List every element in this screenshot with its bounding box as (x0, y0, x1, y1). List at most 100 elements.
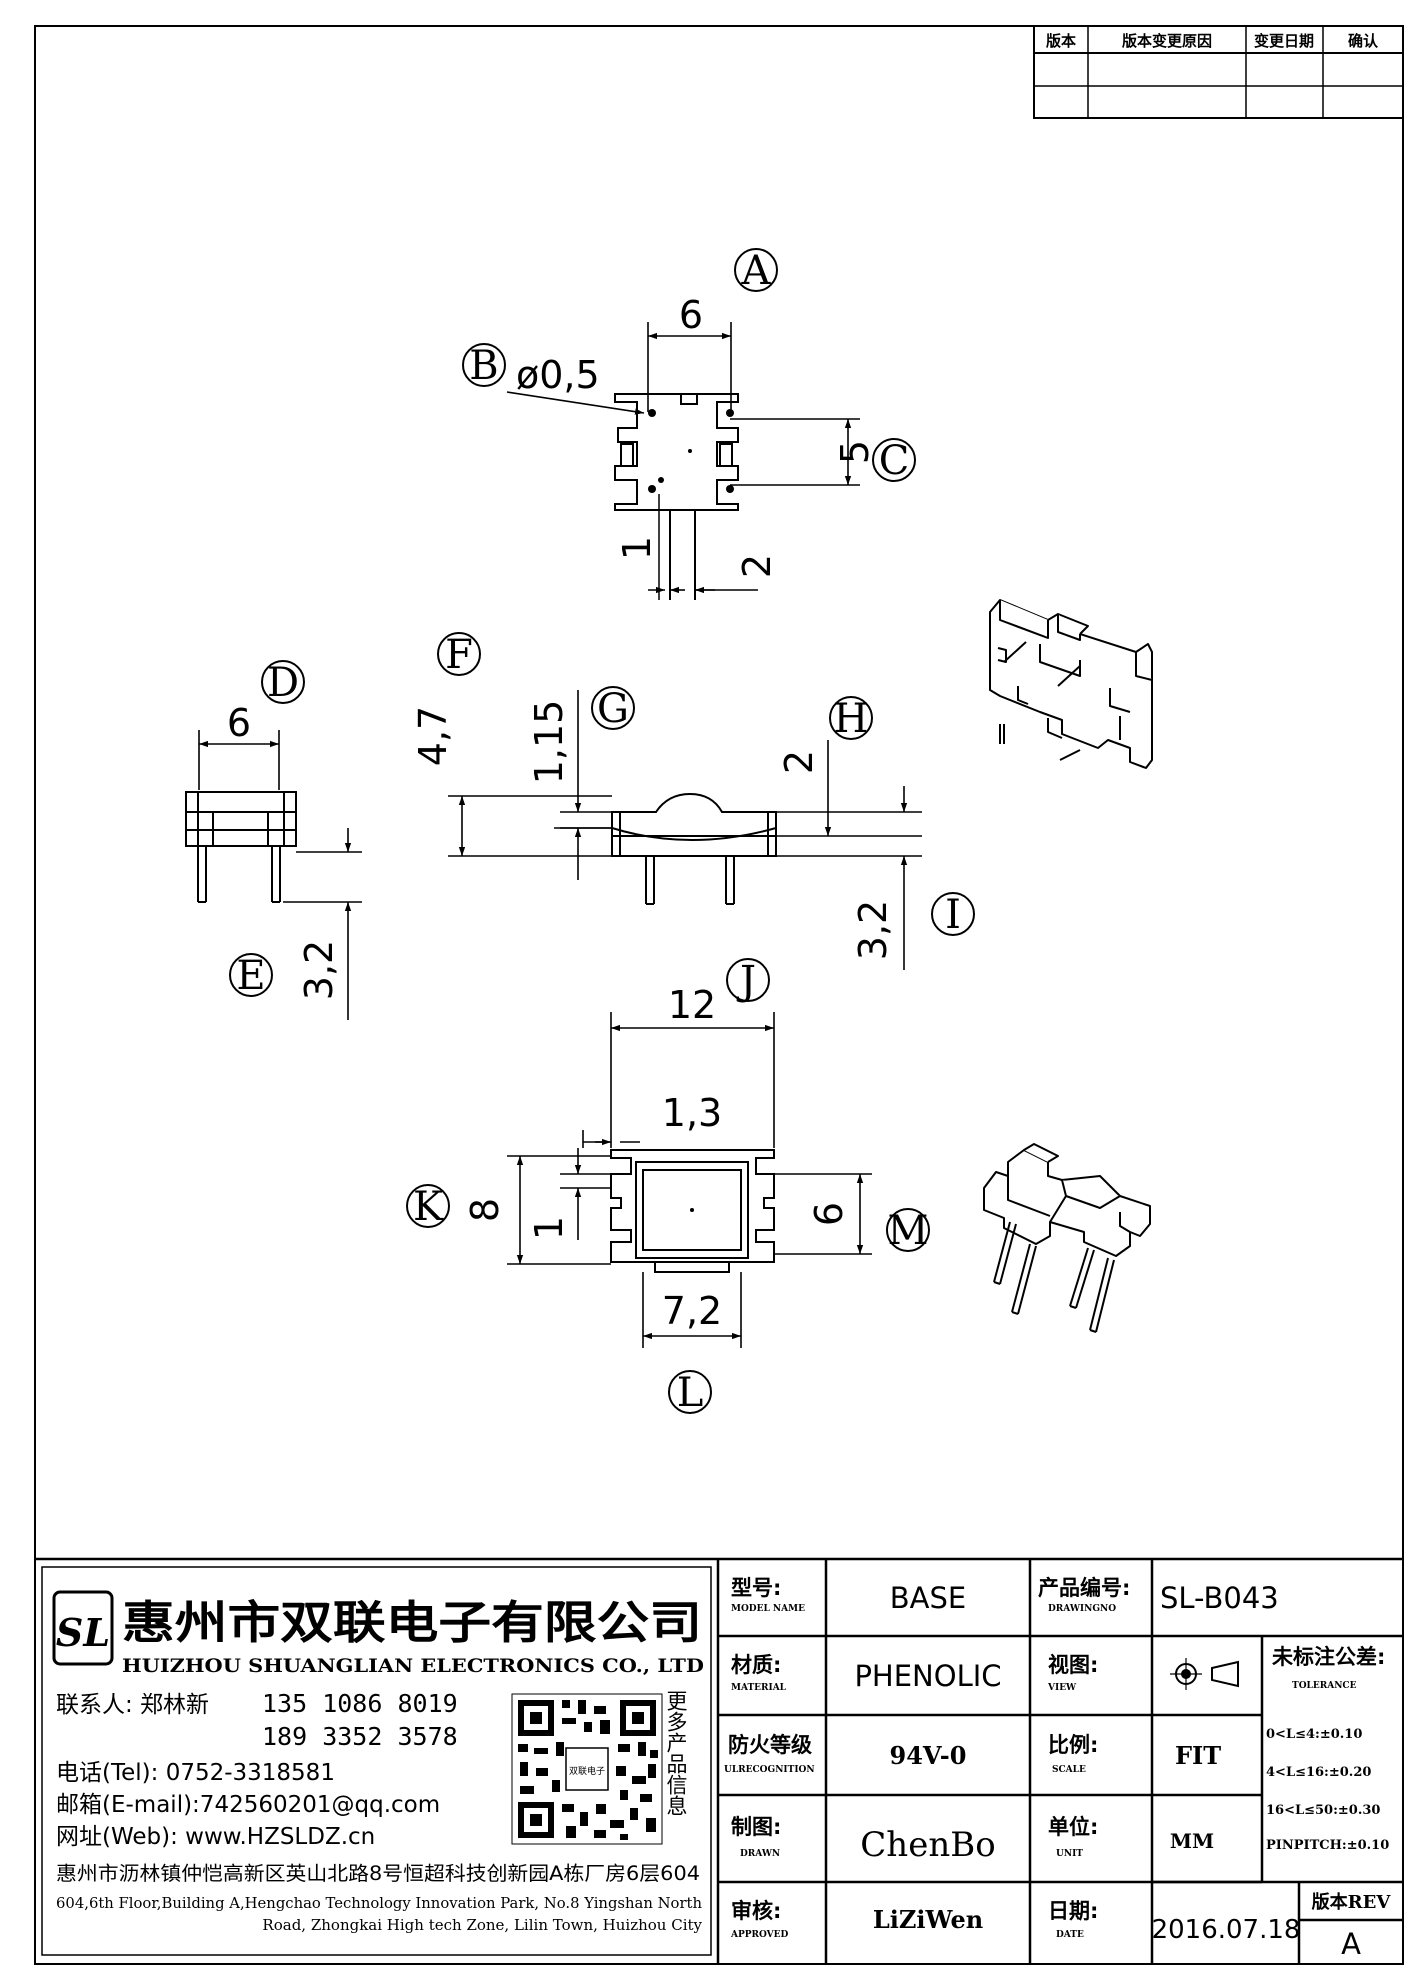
top-view (614, 393, 739, 600)
model-name-value: BASE (890, 1581, 966, 1615)
company-email: 邮箱(E-mail):742560201@qq.com (56, 1792, 440, 1818)
side-view-left-dimensions (198, 730, 362, 1020)
material-label: 材质: (731, 1653, 781, 1677)
contact-person: 联系人: 郑林新 (56, 1692, 209, 1718)
rev-header-version: 版本 (1046, 32, 1076, 50)
rev-header-confirm: 确认 (1348, 32, 1379, 50)
svg-text:I: I (945, 892, 961, 938)
svg-text:K: K (413, 1184, 444, 1230)
tolerance-row-4: PINPITCH:±0.10 (1266, 1838, 1389, 1853)
isometric-view-top (989, 599, 1153, 769)
drawing-no-value: SL-B043 (1160, 1581, 1279, 1615)
callout-a: A (734, 248, 778, 294)
company-tel: 电话(Tel): 0752-3318581 (56, 1760, 335, 1786)
svg-text:E: E (236, 953, 265, 999)
bottom-view-dimensions (507, 1012, 872, 1348)
approved-by-value: LiZiWen (873, 1905, 983, 1934)
svg-text:C: C (879, 438, 910, 484)
dim-m-value: 6 (807, 1202, 851, 1226)
dim-l-value: 7,2 (662, 1289, 722, 1333)
company-name-cn: 惠州市双联电子有限公司 (122, 1596, 702, 1649)
dim-j-sub-value: 1,3 (662, 1091, 722, 1135)
fire-rating-sublabel: ULRECOGNITION (724, 1765, 815, 1775)
svg-text:双联电子: 双联电子 (569, 1765, 605, 1777)
unit-label: 单位: (1048, 1815, 1098, 1839)
drawing-no-label: 产品编号: (1038, 1576, 1130, 1600)
callout-k: K (406, 1184, 450, 1230)
company-address-en-line1: 604,6th Floor,Building A,Hengchao Techno… (56, 1894, 702, 1912)
svg-text:D: D (267, 660, 299, 706)
dim-e-value: 3,2 (297, 940, 341, 1000)
drawn-label: 制图: (731, 1815, 781, 1839)
rev-header-date: 变更日期 (1254, 32, 1314, 50)
callout-h: H (829, 696, 873, 742)
company-address-en-line2: Road, Zhongkai High tech Zone, Lilin Tow… (262, 1916, 702, 1934)
rev-header-reason: 版本变更原因 (1122, 32, 1212, 50)
bottom-view-center-mark (690, 1208, 694, 1212)
callout-e: E (229, 953, 273, 999)
company-website: 网址(Web): www.HZSLDZ.cn (56, 1824, 375, 1850)
material-sublabel: MATERIAL (731, 1683, 787, 1693)
callout-b: B (462, 343, 506, 389)
model-name-label: 型号: (731, 1576, 781, 1600)
tolerance-row-3: 16<L≤50:±0.30 (1266, 1803, 1380, 1818)
svg-text:J: J (736, 958, 756, 1004)
drawing-no-sublabel: DRAWINGNO (1048, 1604, 1116, 1614)
company-frame (41, 1566, 712, 1956)
fire-rating-label: 防火等级 (728, 1733, 812, 1757)
dim-k-value: 8 (463, 1198, 507, 1222)
callout-f: F (437, 632, 481, 678)
callout-m: M (886, 1208, 930, 1254)
contact-phone-1: 135 1086 8019 (262, 1689, 458, 1718)
scale-sublabel: SCALE (1052, 1765, 1086, 1775)
dim-b-value: ø0,5 (516, 353, 600, 397)
contact-phone-2: 189 3352 3578 (262, 1722, 458, 1751)
company-address-cn: 惠州市沥林镇仲恺高新区英山北路8号恒超科技创新园A栋厂房6层604 (56, 1862, 700, 1885)
dim-g-value: 1,15 (527, 700, 571, 785)
dim-a-value: 6 (679, 293, 703, 337)
top-view-pin-holes (648, 409, 734, 493)
tolerance-label: 未标注公差: (1272, 1645, 1385, 1669)
company-logo: SL (52, 1590, 114, 1666)
dim-h-value: 2 (777, 750, 821, 774)
revision-table: 版本 版本变更原因 变更日期 确认 (1033, 25, 1404, 119)
view-label: 视图: (1048, 1653, 1098, 1677)
isometric-view-bottom (983, 1143, 1151, 1333)
callout-j: J (726, 958, 770, 1004)
front-view-dimensions (448, 690, 922, 970)
dim-k-sub-value: 1 (527, 1216, 571, 1240)
svg-text:G: G (597, 686, 629, 732)
tolerance-row-1: 0<L≤4:±0.10 (1266, 1727, 1362, 1742)
date-value: 2016.07.18 (1152, 1915, 1301, 1945)
callout-l: L (668, 1370, 712, 1416)
dim-c-pin1-value: 1 (615, 536, 659, 560)
top-view-dimensions (506, 322, 860, 594)
unit-value: MM (1170, 1829, 1214, 1853)
dim-d-value: 6 (227, 701, 251, 745)
bottom-view (610, 1149, 775, 1273)
scale-label: 比例: (1048, 1733, 1098, 1757)
dim-f-value: 4,7 (411, 706, 455, 766)
rev-value: A (1341, 1927, 1361, 1961)
dim-i-value: 3,2 (851, 900, 895, 960)
svg-text:F: F (445, 632, 473, 678)
callout-c: C (872, 438, 916, 484)
callout-i: I (931, 892, 975, 938)
date-label: 日期: (1048, 1899, 1098, 1923)
qr-caption: 更多产品信息 (664, 1690, 688, 1816)
scale-value: FIT (1175, 1741, 1221, 1770)
dim-c-pin2-value: 2 (735, 554, 779, 578)
svg-text:SL: SL (56, 1610, 110, 1655)
svg-text:H: H (834, 696, 869, 742)
dim-c-value: 5 (833, 440, 877, 464)
front-view (554, 792, 777, 905)
svg-text:L: L (677, 1370, 704, 1416)
callout-d: D (261, 660, 305, 706)
svg-text:B: B (469, 343, 498, 389)
tolerance-row-2: 4<L≤16:±0.20 (1266, 1765, 1371, 1780)
svg-text:A: A (741, 248, 772, 294)
fire-rating-value: 94V-0 (890, 1741, 967, 1770)
material-value: PHENOLIC (854, 1659, 1001, 1693)
projection-symbol-icon (1170, 1658, 1239, 1690)
